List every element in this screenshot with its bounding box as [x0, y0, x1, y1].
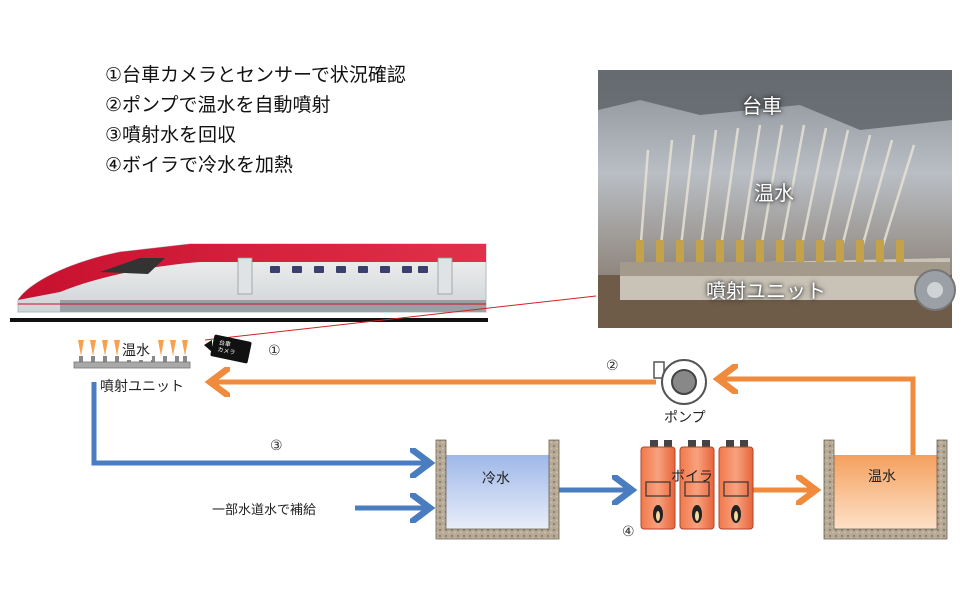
cold-tank-wall — [435, 439, 560, 540]
orange-flow — [214, 379, 916, 496]
step-list: ①台車カメラとセンサーで状況確認 ②ポンプで温水を自動噴射 ③噴射水を回収 ④ボ… — [105, 60, 406, 180]
step-number-1: ① — [268, 343, 281, 359]
pump-label: ポンプ — [664, 410, 706, 426]
train-door — [437, 257, 453, 295]
camera-icon — [204, 334, 252, 364]
train-windows — [270, 266, 428, 273]
photo-spray-jets — [638, 124, 916, 256]
photo-label-unit: 噴射ユニット — [706, 279, 826, 303]
train-red-roof — [18, 244, 486, 300]
train-door — [237, 257, 253, 295]
boiler-label: ボイラ — [671, 469, 713, 485]
cold-water-tank — [435, 439, 560, 540]
step-number-3: ③ — [270, 438, 283, 454]
pointer-line — [204, 295, 597, 341]
bogie-photo — [598, 70, 956, 328]
supply-label: 一部水道水で補給 — [212, 503, 317, 518]
hot-label: 温水 — [868, 469, 896, 485]
step-2: ②ポンプで温水を自動噴射 — [105, 94, 331, 116]
hot-water — [834, 455, 937, 529]
photo-label-bogie: 台車 — [742, 94, 782, 118]
pump-icon — [653, 359, 707, 405]
unit-label: 噴射ユニット — [100, 379, 184, 395]
train-cab-window — [100, 258, 165, 274]
step-3: ③噴射水を回収 — [105, 124, 237, 146]
cold-water — [446, 455, 549, 529]
photo-nozzles — [636, 240, 904, 262]
cold-label: 冷水 — [482, 471, 510, 487]
spray-pipe — [73, 361, 191, 369]
step-1: ①台車カメラとセンサーで状況確認 — [105, 64, 406, 86]
step-4: ④ボイラで冷水を加熱 — [105, 154, 294, 176]
train-underbody — [60, 300, 486, 312]
blue-flow — [91, 382, 628, 508]
hot-water-tank — [823, 439, 948, 540]
photo-label-hotwater: 温水 — [754, 181, 794, 205]
hot-tank-wall — [823, 439, 948, 540]
return-water-arrow — [91, 382, 426, 463]
step-number-4: ④ — [622, 524, 635, 540]
boiler-icon — [640, 440, 754, 530]
step-number-2: ② — [606, 358, 619, 374]
rail-track — [10, 318, 488, 322]
spray-label: 温水 — [120, 340, 152, 360]
shinkansen-train — [10, 243, 488, 322]
